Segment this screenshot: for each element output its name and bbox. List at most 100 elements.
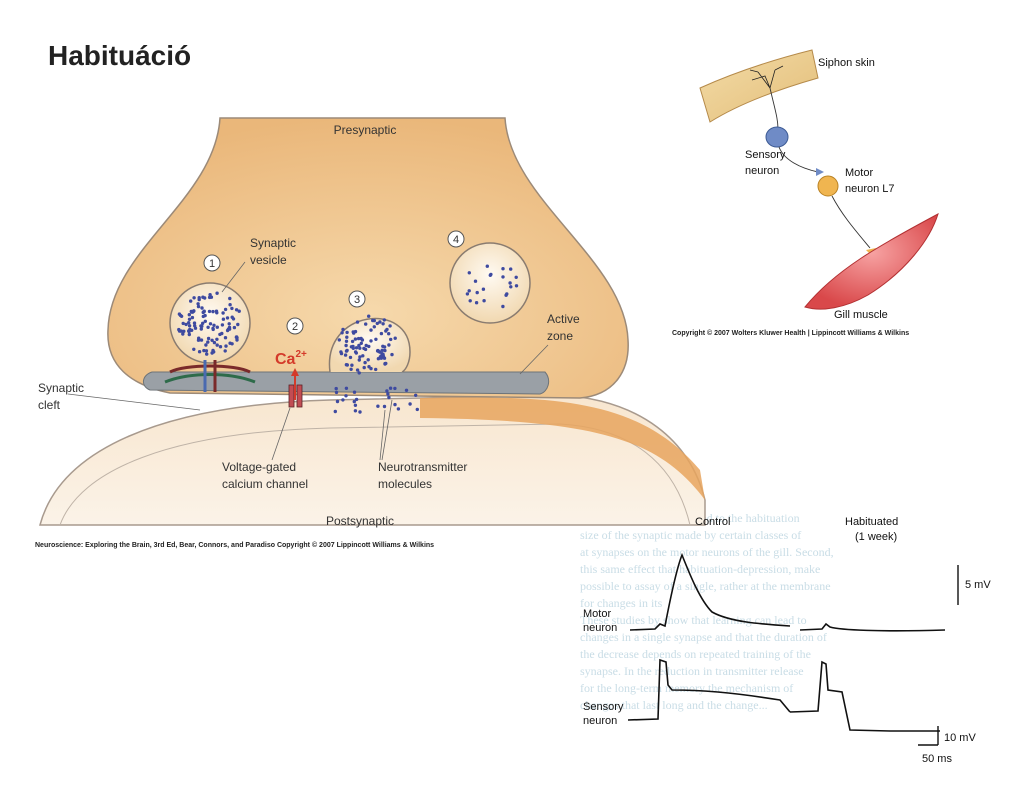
gill-muscle <box>804 212 939 310</box>
scale-5mv-label: 5 mV <box>965 579 991 591</box>
neurotransmitter-molecule <box>206 336 211 341</box>
neurotransmitter-molecule <box>465 292 470 296</box>
neurotransmitter-molecule <box>362 346 366 351</box>
neurotransmitter-molecule <box>393 336 397 340</box>
calcium-channel <box>288 368 303 408</box>
neurotransmitter-molecule <box>211 326 215 331</box>
neurotransmitter-molecule <box>202 309 206 313</box>
neurotransmitter-molecule <box>214 309 219 313</box>
neurotransmitter-molecule <box>345 335 349 339</box>
neurotransmitter-molecule <box>408 402 412 406</box>
neurotransmitter-molecule <box>335 399 340 404</box>
neurotransmitter-molecule <box>415 407 419 412</box>
neurotransmitter-molecule <box>508 281 512 285</box>
control-motor-trace <box>629 552 791 631</box>
neurotransmitter-molecule <box>215 325 219 329</box>
neurotransmitter-molecule <box>378 320 382 324</box>
neurotransmitter-molecule <box>197 296 201 300</box>
neurotransmitter-molecule <box>203 319 207 323</box>
synaptic-cleft-label-2: cleft <box>38 398 61 412</box>
neurotransmitter-molecule <box>353 409 358 413</box>
neurotransmitter-molecule <box>354 397 359 402</box>
neurotransmitter-molecule <box>514 284 519 288</box>
neurotransmitter-molecule <box>230 342 234 346</box>
synaptic-vesicle-4 <box>449 242 531 324</box>
neurotransmitter-molecule <box>218 345 223 349</box>
neurotransmitter-molecule <box>203 296 207 300</box>
neurotransmitter-molecule <box>181 332 185 336</box>
active-zone-label-1: Active <box>547 312 580 326</box>
motor-neuron-label-2: neuron L7 <box>845 183 895 195</box>
neurotransmitter-molecule <box>356 336 361 341</box>
neurotransmitter-molecule <box>181 321 185 326</box>
neurotransmitter-molecule <box>193 324 197 328</box>
neurotransmitter-molecule <box>385 389 389 393</box>
neurotransmitter-molecule <box>366 358 370 362</box>
neurotransmitter-molecule <box>387 395 391 400</box>
neurotransmitter-molecule <box>369 339 373 343</box>
neurotransmitter-molecule <box>389 337 393 342</box>
neurotransmitter-molecule <box>501 267 505 271</box>
neurotransmitter-molecule <box>364 343 368 348</box>
neurotransmitter-molecule <box>197 350 202 354</box>
neurotransmitter-molecule <box>357 371 361 375</box>
neurotransmitter-molecule <box>200 324 204 328</box>
neurotransmitter-molecule <box>468 299 472 303</box>
neurotransmitter-molecule <box>372 325 376 329</box>
neurotransmitter-molecule <box>350 339 355 344</box>
neurotransmitter-molecule <box>353 337 358 341</box>
neurotransmitter-molecule <box>369 328 373 332</box>
neurotransmitter-molecule <box>467 271 471 275</box>
neurotransmitter-molecule <box>189 299 193 303</box>
neurotransmitter-molecule <box>352 390 357 394</box>
neurotransmitter-molecule <box>201 321 205 325</box>
neurotransmitter-molecule <box>344 394 348 398</box>
neurotransmitter-molecule <box>223 307 228 312</box>
neurotransmitter-molecule <box>514 275 518 279</box>
neurotransmitter-molecule <box>359 341 363 345</box>
neurotransmitter-molecule <box>215 291 219 295</box>
neurotransmitter-molecule <box>382 318 386 322</box>
neurotransmitter-molecule <box>349 367 353 371</box>
neurotransmitter-molecule <box>187 332 191 337</box>
neurotransmitter-molecule <box>190 328 194 332</box>
neurotransmitter-molecule <box>227 325 232 330</box>
neurotransmitter-molecule <box>230 306 234 311</box>
neurotransmitter-molecule <box>393 402 397 407</box>
neurotransmitter-molecule <box>223 349 227 353</box>
neurotransmitter-molecule <box>383 361 387 366</box>
synaptic-vesicle-label-1: Synaptic <box>250 236 296 250</box>
step-markers: 1 2 3 4 <box>203 230 465 335</box>
neurotransmitter-molecule <box>383 348 387 353</box>
neurotransmitter-molecule <box>376 357 381 361</box>
neurotransmitter-molecule <box>205 352 209 356</box>
neurotransmitter-molecule <box>382 404 387 409</box>
neurotransmitter-molecule <box>200 306 204 310</box>
step-1: 1 <box>209 258 215 270</box>
neurotransmitter-molecule <box>196 304 201 309</box>
presynaptic-label: Presynaptic <box>334 123 397 137</box>
neurotransmitter-molecule <box>206 340 210 344</box>
neurotransmitter-molecule <box>184 322 188 327</box>
neurotransmitter-molecule <box>361 354 365 358</box>
neurotransmitter-molecule <box>367 344 371 349</box>
neurotransmitter-molecule <box>207 309 212 314</box>
neurotransmitter-molecule <box>393 386 397 391</box>
neurotransmitter-molecule <box>344 386 349 390</box>
neurotransmitter-molecule <box>234 335 239 339</box>
neurotransmitter-molecule <box>358 346 362 350</box>
neurotransmitter-molecule <box>196 302 200 306</box>
neurotransmitter-molecule <box>227 322 231 326</box>
neurotransmitter-molecule <box>199 338 204 342</box>
neurotransmitter-molecule <box>357 343 361 348</box>
neurotransmitter-molecule <box>234 308 239 312</box>
neurotransmitter-molecule <box>228 296 232 301</box>
neurotransmitter-molecule <box>376 348 380 353</box>
step-4: 4 <box>453 234 459 246</box>
neurotransmitter-molecule <box>208 293 212 297</box>
neurotransmitter-molecule <box>340 331 344 335</box>
neurotransmitter-molecule <box>201 314 205 319</box>
neurotransmitter-molecule <box>381 344 385 348</box>
neurotransmitter-label-2: molecules <box>378 477 432 491</box>
